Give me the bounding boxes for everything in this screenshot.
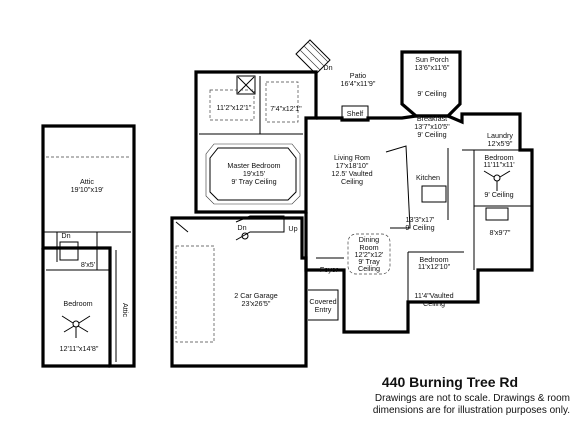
tray-ceiling-outline <box>205 143 301 205</box>
garage-outline <box>170 216 308 368</box>
covered-entry-outline <box>308 289 339 321</box>
laundry-label: Laundry <box>487 131 513 140</box>
kitchen-counter <box>385 145 411 229</box>
attic-side-label: Attic <box>121 303 130 317</box>
laundry-dims: 12'x5'9" <box>488 139 513 148</box>
east-bath-tub <box>485 207 509 221</box>
master-bedroom-dims: 19'x15' <box>243 169 266 178</box>
attic-bath-fixture <box>59 241 79 261</box>
garage-label: 2 Car Garage <box>234 291 278 300</box>
master-closet-shelving <box>265 81 299 123</box>
sun-porch-label: Sun Porch <box>415 55 449 64</box>
disclaimer-line-2: dimensions are for illustration purposes… <box>372 405 570 416</box>
foyer-label: Foyer <box>320 265 339 274</box>
patio-dims: 16'4"x11'9" <box>341 79 376 88</box>
shelf-label: Shelf <box>347 109 363 118</box>
kitchen-island <box>421 185 447 203</box>
main-level <box>170 39 534 368</box>
stair-newel <box>241 232 249 240</box>
patio-dn-label: Dn <box>323 63 332 72</box>
ceiling-fan-icon <box>61 315 91 338</box>
attic-outline-lower <box>41 248 110 368</box>
master-bedroom-label: Master Bedroom <box>227 161 280 170</box>
east-bedroom-dims: 11'11"x11' <box>483 160 515 169</box>
patio-label: Patio <box>350 71 366 80</box>
breakfast-dims: 13'7"x10'5" <box>414 122 450 131</box>
disclaimer-line-1: Drawings are not to scale. Drawings & ro… <box>374 393 570 404</box>
breakfast-ceiling: 9' Ceiling <box>417 130 446 139</box>
garage-dn-label: Dn <box>237 223 246 232</box>
south-bedroom-ceiling: 11'4"Vaulted <box>414 291 453 300</box>
covered-entry-label: Covered <box>309 297 336 306</box>
master-bath-vanity <box>209 89 255 121</box>
attic-bedroom-label: Bedroom <box>63 299 92 308</box>
living-room-dims: 17'x18'10" <box>336 161 369 170</box>
ceiling-fan-icon <box>483 170 511 191</box>
living-room-label: Living Rom <box>334 153 370 162</box>
patio-stairs <box>295 39 331 75</box>
east-bath-dims: 8'x9'7" <box>490 228 511 237</box>
garage-bay-left <box>175 245 215 343</box>
attic-main-label: Attic <box>80 177 94 186</box>
tub-shading <box>237 76 255 94</box>
east-bedroom-label: Bedroom <box>484 153 513 162</box>
dining-room-dims: 12'2"x12' <box>355 250 385 259</box>
master-tub <box>236 75 256 95</box>
room-labels: Attic 19'10"x19' Dn 8'x5' Bedroom 12'11"… <box>60 55 516 353</box>
attic-bath-dims: 8'x5' <box>81 260 96 269</box>
dining-room-ceiling: 9' Tray <box>358 257 380 266</box>
kitchen-label: Kitchen <box>416 173 440 182</box>
east-bedroom-ceiling: 9' Ceiling <box>484 190 513 199</box>
kitchen-dims: 13'3"x17' <box>406 215 436 224</box>
dining-room-ceiling-2: Ceiling <box>358 264 380 273</box>
living-room-ceiling-2: Ceiling <box>341 177 363 186</box>
attic-dn-label: Dn <box>61 231 70 240</box>
south-bedroom-dims: 11'x12'10" <box>418 262 451 271</box>
disclaimer: Drawings are not to scale. Drawings & ro… <box>330 393 570 417</box>
living-room-ceiling: 12.5' Vaulted <box>331 169 372 178</box>
master-bedroom-ceiling: 9' Tray Ceiling <box>231 177 276 186</box>
attic-main-dims: 19'10"x19' <box>71 185 105 194</box>
attic-level <box>41 124 136 368</box>
master-closet-dims: 7'4"x12'1" <box>270 104 302 113</box>
master-suite-outline <box>194 70 318 214</box>
tray-ceiling-inner <box>209 147 297 201</box>
attic-bedroom-dims: 12'11"x14'8" <box>60 344 99 353</box>
sun-porch-ceiling: 9' Ceiling <box>417 89 446 98</box>
south-bedroom-ceiling-2: Ceiling <box>423 299 445 308</box>
master-bath-dims: 11'2"x12'1" <box>217 103 252 112</box>
property-address: 440 Burning Tree Rd <box>381 374 519 390</box>
garage-dims: 23'x26'5" <box>242 299 271 308</box>
garage-door-swing <box>175 221 189 233</box>
stair-up-label: Up <box>288 224 297 233</box>
kitchen-ceiling: 9' Ceiling <box>405 223 434 232</box>
main-house-outline <box>304 112 534 334</box>
south-bedroom-label: Bedroom <box>419 255 448 264</box>
dining-tray-ceiling <box>347 233 391 275</box>
dining-room-label-2: Room <box>359 243 378 252</box>
sun-porch-dims: 13'6"x11'6" <box>415 63 450 72</box>
breakfast-label: Breakfast <box>417 114 447 123</box>
covered-entry-label-2: Entry <box>315 305 332 314</box>
dining-room-label: Dining <box>359 235 379 244</box>
